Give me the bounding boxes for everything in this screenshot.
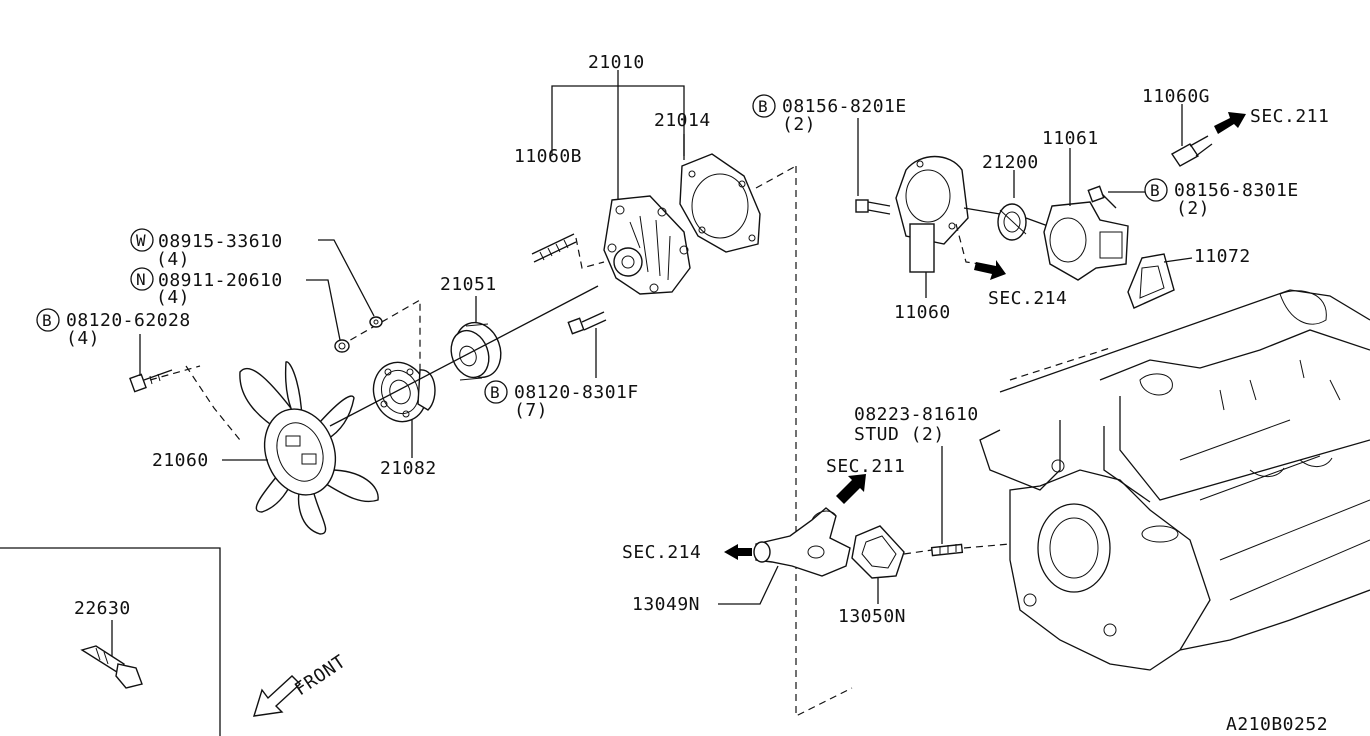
label-sec211-mid: SEC.211 xyxy=(826,456,905,477)
label-08120-8301F: 08120-8301F xyxy=(514,382,639,403)
arrow-sec211-top-icon xyxy=(1214,112,1246,134)
marker-n-icon: N xyxy=(130,267,154,291)
label-21014: 21014 xyxy=(654,110,711,131)
arrow-sec214-icon xyxy=(974,260,1006,280)
front-arrow-icon xyxy=(253,675,302,717)
label-08223-81610: 08223-81610 xyxy=(854,404,979,425)
part-13049N-water-pipe[interactable] xyxy=(753,507,851,577)
label-08120-8301F-qty: (7) xyxy=(514,400,548,421)
label-08911-20610: 08911-20610 xyxy=(158,270,283,291)
label-08156-8301E-qty: (2) xyxy=(1176,198,1210,219)
part-11060G-sensor[interactable] xyxy=(1170,135,1213,167)
inset-box xyxy=(0,547,221,736)
marker-b-icon: B xyxy=(36,308,60,332)
label-21010: 21010 xyxy=(588,52,645,73)
diagram-id: A210B0252 xyxy=(1226,714,1328,735)
part-21200-thermostat[interactable] xyxy=(997,203,1027,241)
marker-b-icon: B xyxy=(1144,178,1168,202)
label-13050N: 13050N xyxy=(838,606,906,627)
part-11072-gasket[interactable] xyxy=(1127,253,1175,309)
label-13049N: 13049N xyxy=(632,594,700,615)
label-stud: STUD (2) xyxy=(854,424,945,445)
part-22630-sensor[interactable] xyxy=(80,620,143,689)
label-sec214-mid: SEC.214 xyxy=(622,542,701,563)
svg-text:B: B xyxy=(490,383,500,402)
nut-08911-20610[interactable] xyxy=(334,339,350,353)
label-11061: 11061 xyxy=(1042,128,1099,149)
svg-text:B: B xyxy=(1150,181,1160,200)
label-08156-8301E: 08156-8301E xyxy=(1174,180,1299,201)
svg-text:B: B xyxy=(42,311,52,330)
label-08911-qty: (4) xyxy=(156,287,190,308)
part-21010-water-pump[interactable] xyxy=(603,195,691,295)
marker-b-icon: B xyxy=(752,94,776,118)
label-21051: 21051 xyxy=(440,274,497,295)
marker-w-icon: W xyxy=(130,228,154,252)
svg-text:B: B xyxy=(758,97,768,116)
label-21060: 21060 xyxy=(152,450,209,471)
label-08120-62028-qty: (4) xyxy=(66,328,100,349)
bolt-08156-8201E[interactable] xyxy=(855,199,891,215)
stud-08223-81610[interactable] xyxy=(930,543,964,557)
label-11060: 11060 xyxy=(894,302,951,323)
label-08156-8201E-qty: (2) xyxy=(782,114,816,135)
svg-text:W: W xyxy=(136,231,146,250)
label-21082: 21082 xyxy=(380,458,437,479)
label-11060B: 11060B xyxy=(514,146,582,167)
label-21200: 21200 xyxy=(982,152,1039,173)
arrow-sec214-mid-icon xyxy=(724,544,752,560)
part-21082-fan-clutch[interactable] xyxy=(365,355,436,429)
washer-08915-33610[interactable] xyxy=(369,316,383,328)
part-13050N-gasket[interactable] xyxy=(851,525,905,579)
part-21051-pulley[interactable] xyxy=(445,316,508,384)
label-sec211-top: SEC.211 xyxy=(1250,106,1329,127)
label-08915-qty: (4) xyxy=(156,249,190,270)
part-11060-water-outlet[interactable] xyxy=(895,155,969,273)
part-11061-housing[interactable] xyxy=(1043,201,1129,281)
arrow-sec211-mid-icon xyxy=(836,474,866,504)
label-08156-8201E: 08156-8201E xyxy=(782,96,907,117)
part-21014-gasket[interactable] xyxy=(679,153,761,253)
label-sec214-top: SEC.214 xyxy=(988,288,1067,309)
label-08915-33610: 08915-33610 xyxy=(158,231,283,252)
marker-b-icon: B xyxy=(484,380,508,404)
label-11060G: 11060G xyxy=(1142,86,1210,107)
bolt-08120-62028[interactable] xyxy=(129,369,173,393)
label-22630: 22630 xyxy=(74,598,131,619)
svg-text:N: N xyxy=(136,270,146,289)
engine-block xyxy=(979,289,1370,671)
bolt-08156-8301E[interactable] xyxy=(1087,185,1117,209)
label-11072: 11072 xyxy=(1194,246,1251,267)
front-label: FRONT xyxy=(291,651,350,700)
stud-11060B[interactable] xyxy=(531,233,577,263)
part-21060-fan[interactable] xyxy=(239,361,379,535)
label-08120-62028: 08120-62028 xyxy=(66,310,191,331)
bolt-08120-8301F[interactable] xyxy=(567,311,607,335)
